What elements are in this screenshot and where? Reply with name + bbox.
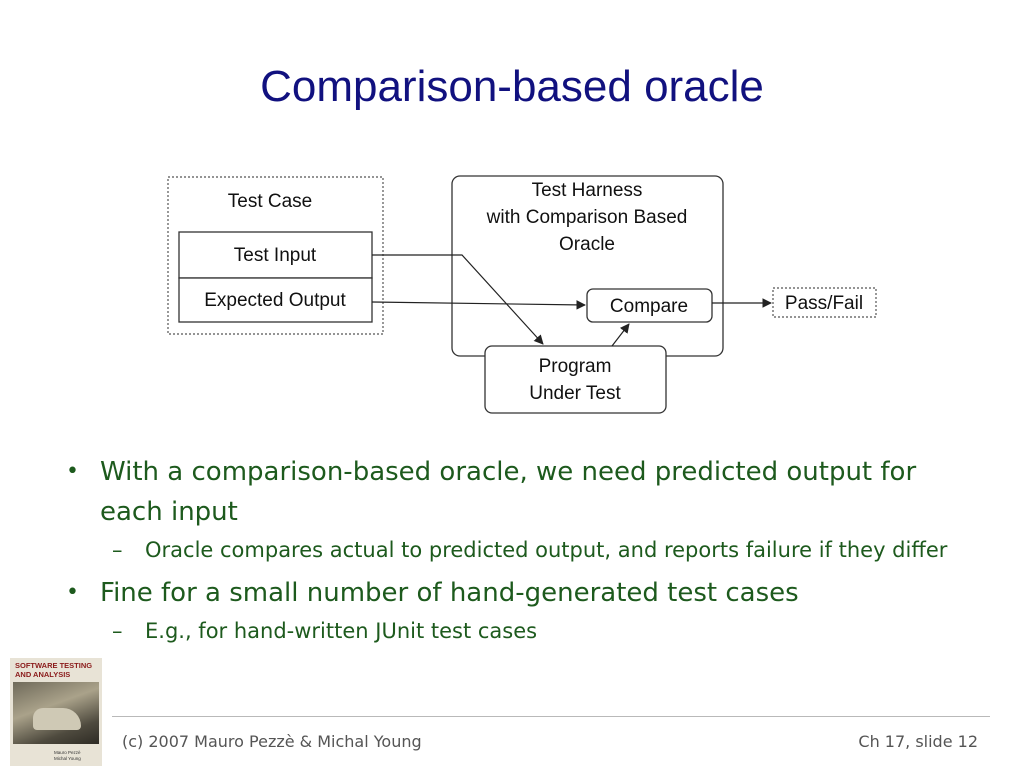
bullet-dot: • — [66, 459, 79, 484]
arrow-input-to-program — [372, 254, 544, 345]
test-case-label: Test Case — [228, 191, 312, 212]
test-input-label: Test Input — [234, 245, 317, 266]
book-cover-title: SOFTWARE TESTING AND ANALYSIS — [15, 661, 93, 679]
sub-bullet-1: – Oracle compares actual to predicted ou… — [60, 534, 980, 567]
bullet-2: • Fine for a small number of hand-genera… — [60, 573, 980, 613]
arrow-expected-to-compare — [371, 300, 586, 310]
book-cover-authors: Mauro Pezzè Michal Young — [54, 750, 81, 761]
bullet-2-text: Fine for a small number of hand-generate… — [100, 578, 799, 608]
bullet-1: • With a comparison-based oracle, we nee… — [60, 452, 980, 532]
program-line-2: Under Test — [529, 383, 621, 404]
compare-label: Compare — [610, 296, 688, 317]
slide-title: Comparison-based oracle — [260, 62, 764, 111]
oracle-diagram: Test Case Test Input Expected Output Tes… — [167, 175, 877, 414]
bullet-list: • With a comparison-based oracle, we nee… — [60, 452, 980, 654]
book-cover-image: SOFTWARE TESTING AND ANALYSIS Mauro Pezz… — [10, 658, 102, 766]
book-cover-photo — [13, 682, 99, 744]
pass-fail-label: Pass/Fail — [785, 293, 863, 314]
expected-output-label: Expected Output — [204, 290, 346, 311]
harness-line-2: with Comparison Based — [486, 207, 688, 228]
harness-line-3: Oracle — [559, 234, 615, 255]
sub-bullet-2: – E.g., for hand-written JUnit test case… — [60, 615, 980, 648]
test-input-box — [178, 231, 373, 279]
bullet-1-text: With a comparison-based oracle, we need … — [100, 457, 917, 527]
sub-bullet-dash: – — [112, 538, 123, 562]
sub-bullet-1-text: Oracle compares actual to predicted outp… — [145, 538, 948, 562]
harness-line-1: Test Harness — [532, 180, 643, 201]
arrow-program-to-compare — [611, 323, 630, 347]
program-line-1: Program — [539, 356, 612, 377]
sub-bullet-dash: – — [112, 619, 123, 643]
footer-copyright: (c) 2007 Mauro Pezzè & Michal Young — [122, 732, 422, 751]
footer-divider — [112, 716, 990, 717]
crash-test-car — [33, 708, 81, 730]
compare-box — [586, 288, 713, 323]
sub-bullet-2-text: E.g., for hand-written JUnit test cases — [145, 619, 538, 643]
test-harness-box — [451, 175, 724, 357]
footer-slide-number: Ch 17, slide 12 — [858, 732, 978, 751]
expected-output-box — [178, 277, 373, 323]
program-under-test-box — [484, 345, 667, 414]
bullet-dot: • — [66, 580, 79, 605]
pass-fail-box — [772, 287, 877, 318]
